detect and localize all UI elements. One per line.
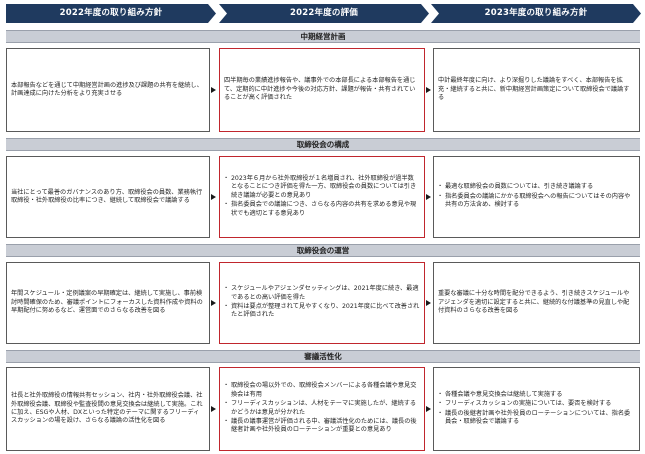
box-text: 中計最終年度に向け、より深掘りした議論をすべく、本部報告を拡充・継続すると共に、… [438, 77, 630, 102]
box-text: 年間スケジュール・定例議案の早期確定は、継続して実施し、事前検討時間確保のため、… [11, 290, 203, 315]
header-evaluation-2022: 2022年度の評価 [219, 4, 429, 23]
evaluation-2022-board-operation: スケジュールやアジェンダセッティングは、2021年度に続き、最適であるとの高い評… [219, 262, 425, 344]
policy-2022-board-composition: 当社にとって最善のガバナンスのあり方、取締役会の員数、業務執行取締役・社外取締役… [6, 156, 210, 238]
header-policy-2023: 2023年度の取り組み方針 [431, 4, 641, 23]
arrow-right-icon [426, 194, 431, 200]
bullet-list: スケジュールやアジェンダセッティングは、2021年度に続き、最適であるとの高い評… [223, 285, 420, 321]
list-item: 取締役会の場以外での、取締役会メンバーによる各種会議や意見交換会は有用 [223, 382, 420, 399]
policy-2023-deliberation: 各種会議や意見交換会は継続して実施する フリーディスカッションの実施については、… [433, 367, 640, 451]
header-policy-2022: 2022年度の取り組み方針 [6, 4, 216, 23]
policy-2023-board-composition: 最適な取締役会の員数については、引き続き議論する 指名委員会の議論にかかる取締役… [433, 156, 640, 238]
section-title: 取締役会の運営 [296, 246, 350, 255]
bullet-list: 取締役会の場以外での、取締役会メンバーによる各種会議や意見交換会は有用 フリーデ… [223, 382, 420, 435]
arrow-right-icon [426, 406, 431, 412]
bullet-list: 2023年６月から社外取締役が１名増員され、社外取締役が過半数となることにつき評… [223, 175, 420, 219]
list-item: 各種会議や意見交換会は継続して実施する [437, 391, 635, 400]
evaluation-2022-board-composition: 2023年６月から社外取締役が１名増員され、社外取締役が過半数となることにつき評… [219, 156, 425, 238]
box-text: 当社にとって最善のガバナンスのあり方、取締役会の員数、業務執行取締役・社外取締役… [11, 188, 203, 204]
list-item: 資料は要点が整理されて見やすくなり、2021年度に比べて改善されたと評価された [223, 303, 420, 320]
evaluation-2022-midterm-plan: 四半期毎の業績進捗報告や、議事外での本部長による本部報告を通じて、定期的に中計進… [219, 48, 425, 132]
header-chevron-shape [219, 4, 429, 23]
policy-2022-deliberation: 社長と社外取締役の情報共有セッション、社内・社外取締役会議、社外取締役会議、取締… [6, 367, 210, 451]
box-text: 四半期毎の業績進捗報告や、議事外での本部長による本部報告を通じて、定期的に中計進… [224, 77, 416, 102]
list-item: スケジュールやアジェンダセッティングは、2021年度に続き、最適であるとの高い評… [223, 285, 420, 302]
list-item: フリーディスカッションの実施については、要否を検討する [437, 400, 635, 409]
arrow-right-icon [426, 300, 431, 306]
header-chevron-shape [6, 4, 216, 23]
box-text: 重要な審議に十分な時間を配分できるよう、引き続きスケジュールやアジェンダを適切に… [438, 290, 630, 315]
bullet-list: 各種会議や意見交換会は継続して実施する フリーディスカッションの実施については、… [437, 391, 635, 428]
arrow-right-icon [211, 300, 216, 306]
section-bar-board-composition: 取締役会の構成 [6, 138, 640, 151]
list-item: 2023年６月から社外取締役が１名増員され、社外取締役が過半数となることにつき評… [223, 175, 420, 200]
header-chevron-shape [431, 4, 641, 23]
section-bar-deliberation: 審議活性化 [6, 350, 640, 363]
list-item: 指名委員会の議論にかかる取締役会への報告についてはその内容や共有の方法含め、検討… [437, 193, 635, 210]
policy-2022-midterm-plan: 本部報告などを通じて中期経営計画の進捗及び課題の共有を継続し、計画達成に向けた分… [6, 48, 210, 132]
arrow-right-icon [211, 406, 216, 412]
arrow-right-icon [211, 87, 216, 93]
list-item: フリーディスカッションは、人材をテーマに実施したが、継続するかどうかは意見が分か… [223, 400, 420, 417]
section-title: 中期経営計画 [300, 32, 346, 41]
evaluation-2022-deliberation: 取締役会の場以外での、取締役会メンバーによる各種会議や意見交換会は有用 フリーデ… [219, 367, 425, 451]
section-bar-board-operation: 取締役会の運営 [6, 244, 640, 257]
section-bar-midterm-plan: 中期経営計画 [6, 30, 640, 43]
arrow-right-icon [211, 194, 216, 200]
policy-2023-midterm-plan: 中計最終年度に向け、より深掘りした議論をすべく、本部報告を拡充・継続すると共に、… [433, 48, 640, 132]
section-title: 取締役会の構成 [296, 140, 350, 149]
list-item: 議長の議事運営が評価される中、審議活性化のためには、議長の後継者計画や社外役員の… [223, 418, 420, 435]
header-evaluation-2022-label: 2022年度の評価 [290, 8, 358, 18]
policy-2022-board-operation: 年間スケジュール・定例議案の早期確定は、継続して実施し、事前検討時間確保のため、… [6, 262, 210, 344]
section-title: 審議活性化 [304, 352, 342, 361]
policy-2023-board-operation: 重要な審議に十分な時間を配分できるよう、引き続きスケジュールやアジェンダを適切に… [433, 262, 640, 344]
arrow-right-icon [426, 87, 431, 93]
box-text: 社長と社外取締役の情報共有セッション、社内・社外取締役会議、社外取締役会議、取締… [11, 392, 203, 425]
bullet-list: 最適な取締役会の員数については、引き続き議論する 指名委員会の議論にかかる取締役… [437, 183, 635, 210]
list-item: 議長の後継者計画や社外役員のローテーションについては、指名委員会・取締役会で議論… [437, 410, 635, 427]
header-policy-2023-label: 2023年度の取り組み方針 [484, 8, 588, 18]
list-item: 最適な取締役会の員数については、引き続き議論する [437, 183, 635, 192]
header-policy-2022-label: 2022年度の取り組み方針 [59, 8, 163, 18]
list-item: 指名委員会での議論につき、さらなる内容の共有を求める意見や現状でも適切とする意見… [223, 201, 420, 218]
box-text: 本部報告などを通じて中期経営計画の進捗及び課題の共有を継続し、計画達成に向けた分… [11, 81, 203, 97]
